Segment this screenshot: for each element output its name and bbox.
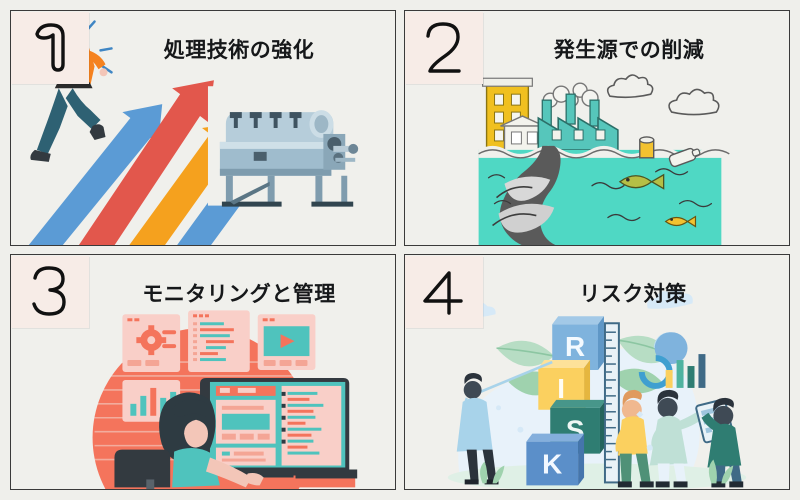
svg-text:K: K xyxy=(542,448,562,479)
card-title-4: リスク対策 xyxy=(579,283,687,306)
card-number-badge-4 xyxy=(405,256,483,328)
number-4-icon xyxy=(423,271,463,315)
svg-text:R: R xyxy=(565,331,585,362)
card-title-1: 処理技術の強化 xyxy=(163,39,315,62)
svg-text:I: I xyxy=(557,373,565,404)
card-title-3: モニタリングと管理 xyxy=(142,283,336,306)
card-number-badge-2 xyxy=(405,12,483,84)
card-1[interactable]: 処理技術の強化 xyxy=(10,10,396,246)
card-number-badge-1 xyxy=(11,12,89,84)
card-number-badge-3 xyxy=(11,256,89,328)
number-3-icon xyxy=(32,266,66,316)
card-title-2: 発生源での削減 xyxy=(553,39,705,62)
number-1-icon xyxy=(35,23,65,72)
card-4[interactable]: R I S xyxy=(404,254,790,490)
card-3[interactable]: モニタリングと管理 xyxy=(10,254,396,490)
number-2-icon xyxy=(426,22,461,73)
illustration-monitoring-management xyxy=(11,255,395,489)
card-2[interactable]: 発生源での削減 xyxy=(404,10,790,246)
illustration-treatment-technology xyxy=(11,11,395,245)
